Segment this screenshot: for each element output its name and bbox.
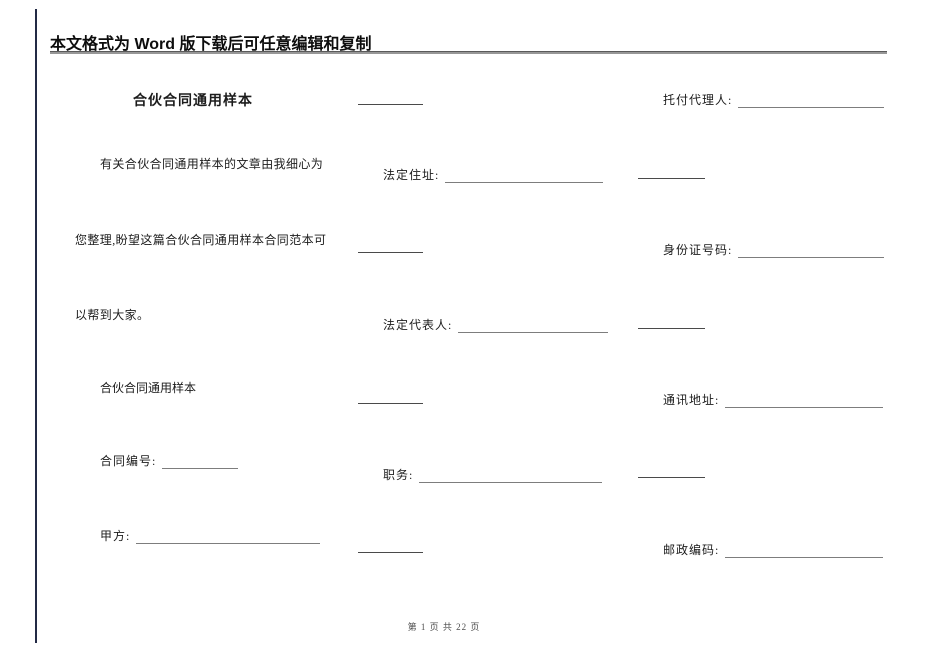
blank-line xyxy=(358,104,423,105)
header-divider xyxy=(50,51,887,54)
position-label: 职务: xyxy=(383,468,414,482)
blank-line xyxy=(358,403,423,404)
postal-code-blank-line xyxy=(725,543,884,558)
agent-blank-line xyxy=(738,93,885,108)
party-a-field: 甲方: xyxy=(100,527,321,544)
legal-address-label: 法定住址: xyxy=(383,168,440,182)
party-a-label: 甲方: xyxy=(100,529,131,543)
agent-label: 托付代理人: xyxy=(663,93,733,107)
left-margin-rule xyxy=(35,9,37,643)
contract-no-label: 合同编号: xyxy=(100,454,157,468)
legal-rep-field: 法定代表人: xyxy=(383,316,609,333)
legal-rep-label: 法定代表人: xyxy=(383,318,453,332)
page-number: 第 1 页 共 22 页 xyxy=(407,622,481,632)
header-notice: 本文格式为 Word 版下载后可任意编辑和复制 xyxy=(50,36,372,53)
legal-address-blank-line xyxy=(445,168,604,183)
id-number-label: 身份证号码: xyxy=(663,243,733,257)
agent-field: 托付代理人: xyxy=(663,91,885,108)
position-field: 职务: xyxy=(383,466,603,483)
position-blank-line xyxy=(419,468,603,483)
comm-address-label: 通讯地址: xyxy=(663,393,720,407)
blank-line xyxy=(358,552,423,553)
id-number-field: 身份证号码: xyxy=(663,241,885,258)
intro-line: 有关合伙合同通用样本的文章由我细心为 xyxy=(100,157,324,171)
document-title: 合伙合同通用样本 xyxy=(133,94,253,109)
legal-rep-blank-line xyxy=(458,318,609,333)
contract-no-field: 合同编号: xyxy=(100,452,239,469)
intro-line: 您整理,盼望这篇合伙合同通用样本合同范本可 xyxy=(75,233,327,247)
legal-address-field: 法定住址: xyxy=(383,166,604,183)
intro-line: 以帮到大家。 xyxy=(75,308,150,322)
contract-no-blank-line xyxy=(162,454,239,469)
blank-line xyxy=(358,252,423,253)
party-a-blank-line xyxy=(136,529,321,544)
comm-address-field: 通讯地址: xyxy=(663,391,884,408)
blank-line xyxy=(638,328,705,329)
blank-line xyxy=(638,178,705,179)
id-number-blank-line xyxy=(738,243,885,258)
blank-line xyxy=(638,477,705,478)
postal-code-label: 邮政编码: xyxy=(663,543,720,557)
comm-address-blank-line xyxy=(725,393,884,408)
document-subtitle: 合伙合同通用样本 xyxy=(100,381,197,395)
postal-code-field: 邮政编码: xyxy=(663,541,884,558)
